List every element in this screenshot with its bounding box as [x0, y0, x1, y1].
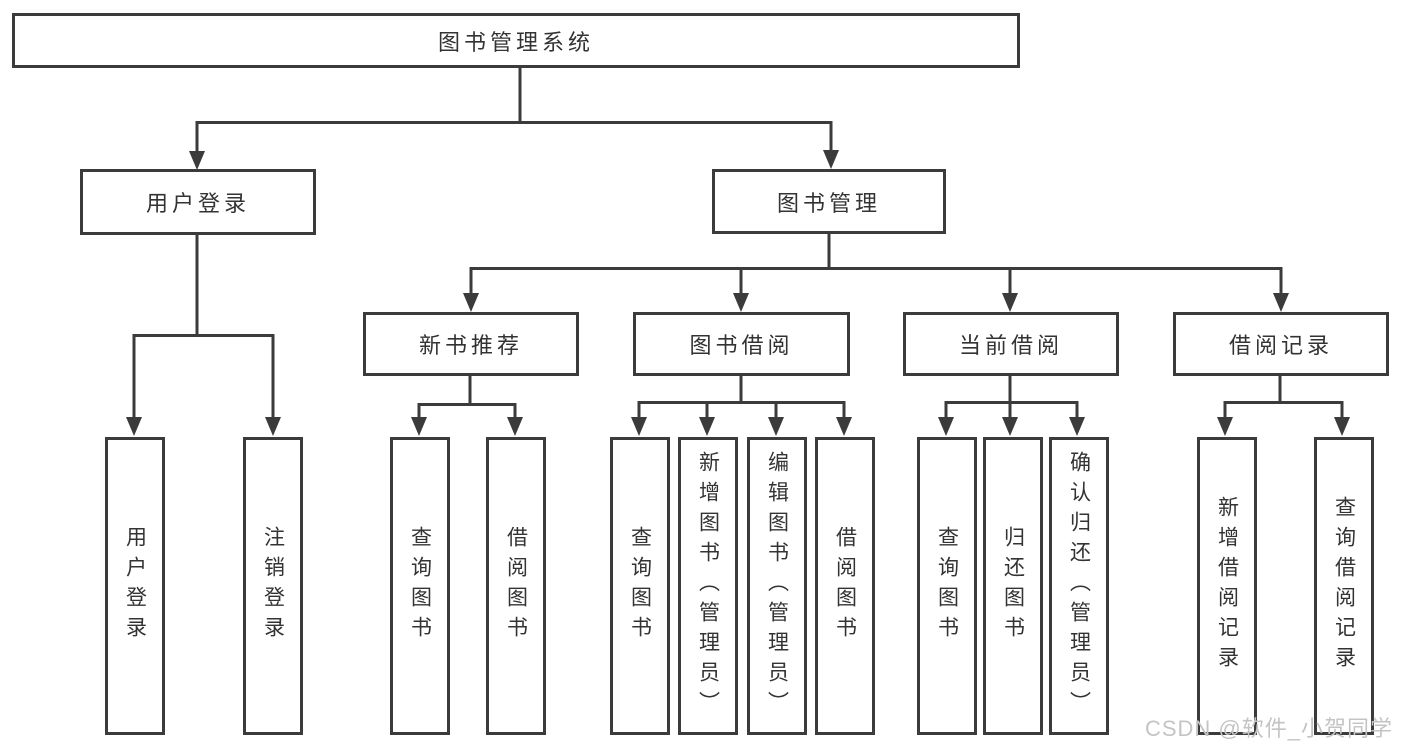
leaf-borrow-books-label: 借阅图书 [833, 526, 857, 646]
leaf-confirm-return-admin: 确认归还（管理员） [1049, 437, 1109, 735]
node-user-login-label: 用户登录 [145, 191, 250, 216]
leaf-edit-books-admin-label: 编辑图书（管理员） [765, 451, 789, 721]
node-current-borrow: 当前借阅 [903, 312, 1119, 376]
connector-newbook-to-leaves [417, 375, 517, 418]
leaf-user-login: 用户登录 [105, 437, 165, 735]
leaf-newbook-query-books: 查询图书 [390, 437, 450, 735]
arrow-down-icon [768, 417, 784, 436]
node-user-login: 用户登录 [80, 169, 316, 235]
arrow-down-icon [463, 293, 479, 312]
node-current-borrow-label: 当前借阅 [958, 333, 1063, 358]
connector-borrowrecord-to-leaves [1223, 375, 1344, 418]
arrow-down-icon [265, 417, 281, 436]
arrow-down-icon [733, 293, 749, 312]
node-book-borrow-label: 图书借阅 [689, 333, 794, 358]
connector-bookborrow-to-leaves [637, 375, 846, 418]
leaf-add-borrow-record: 新增借阅记录 [1197, 437, 1257, 735]
arrow-down-icon [1273, 293, 1289, 312]
connector-currentborrow-to-leaves [944, 375, 1079, 418]
leaf-confirm-return-admin-label: 确认归还（管理员） [1067, 451, 1091, 721]
leaf-borrow-query-books-label: 查询图书 [628, 526, 652, 646]
arrow-down-icon [699, 417, 715, 436]
leaf-return-books-label: 归还图书 [1001, 526, 1025, 646]
leaf-current-query-books-label: 查询图书 [935, 526, 959, 646]
node-borrow-record-label: 借阅记录 [1228, 333, 1333, 358]
leaf-add-borrow-record-label: 新增借阅记录 [1215, 496, 1239, 676]
arrow-down-icon [126, 417, 142, 436]
node-root-label: 图书管理系统 [437, 29, 594, 55]
connector-bookmgmt-to-level3 [469, 233, 1283, 294]
arrow-down-icon [1069, 417, 1085, 436]
node-root-system: 图书管理系统 [12, 13, 1020, 68]
leaf-logout-login-label: 注销登录 [261, 526, 285, 646]
leaf-return-books: 归还图书 [983, 437, 1043, 735]
leaf-borrow-query-books: 查询图书 [610, 437, 670, 735]
arrow-down-icon [1217, 417, 1233, 436]
leaf-edit-books-admin: 编辑图书（管理员） [747, 437, 807, 735]
node-new-book-recommend-label: 新书推荐 [418, 333, 523, 358]
leaf-newbook-borrow-books-label: 借阅图书 [504, 526, 528, 646]
leaf-query-borrow-record: 查询借阅记录 [1314, 437, 1374, 735]
leaf-logout-login: 注销登录 [243, 437, 303, 735]
connector-root-to-level2 [195, 67, 833, 152]
node-book-borrow: 图书借阅 [633, 312, 850, 376]
arrow-down-icon [631, 417, 647, 436]
node-book-management-label: 图书管理 [776, 190, 881, 216]
leaf-newbook-borrow-books: 借阅图书 [486, 437, 546, 735]
arrow-down-icon [507, 417, 523, 436]
leaf-add-books-admin-label: 新增图书（管理员） [696, 451, 720, 721]
leaf-add-books-admin: 新增图书（管理员） [678, 437, 738, 735]
arrow-down-icon [411, 417, 427, 436]
arrow-down-icon [1334, 417, 1350, 436]
node-book-management: 图书管理 [712, 169, 946, 234]
csdn-watermark: CSDN @软件_小贺同学 [1144, 716, 1393, 741]
arrow-down-icon [823, 150, 839, 169]
leaf-query-borrow-record-label: 查询借阅记录 [1332, 496, 1356, 676]
arrow-down-icon [189, 151, 205, 170]
leaf-current-query-books: 查询图书 [917, 437, 977, 735]
connector-userlogin-to-leaves [132, 235, 275, 418]
leaf-user-login-label: 用户登录 [123, 526, 147, 646]
node-borrow-record: 借阅记录 [1173, 312, 1389, 376]
leaf-borrow-books: 借阅图书 [815, 437, 875, 735]
arrow-down-icon [836, 417, 852, 436]
arrow-down-icon [1002, 293, 1018, 312]
arrow-down-icon [1002, 417, 1018, 436]
arrow-down-icon [938, 417, 954, 436]
node-new-book-recommend: 新书推荐 [363, 312, 579, 376]
leaf-newbook-query-books-label: 查询图书 [408, 526, 432, 646]
